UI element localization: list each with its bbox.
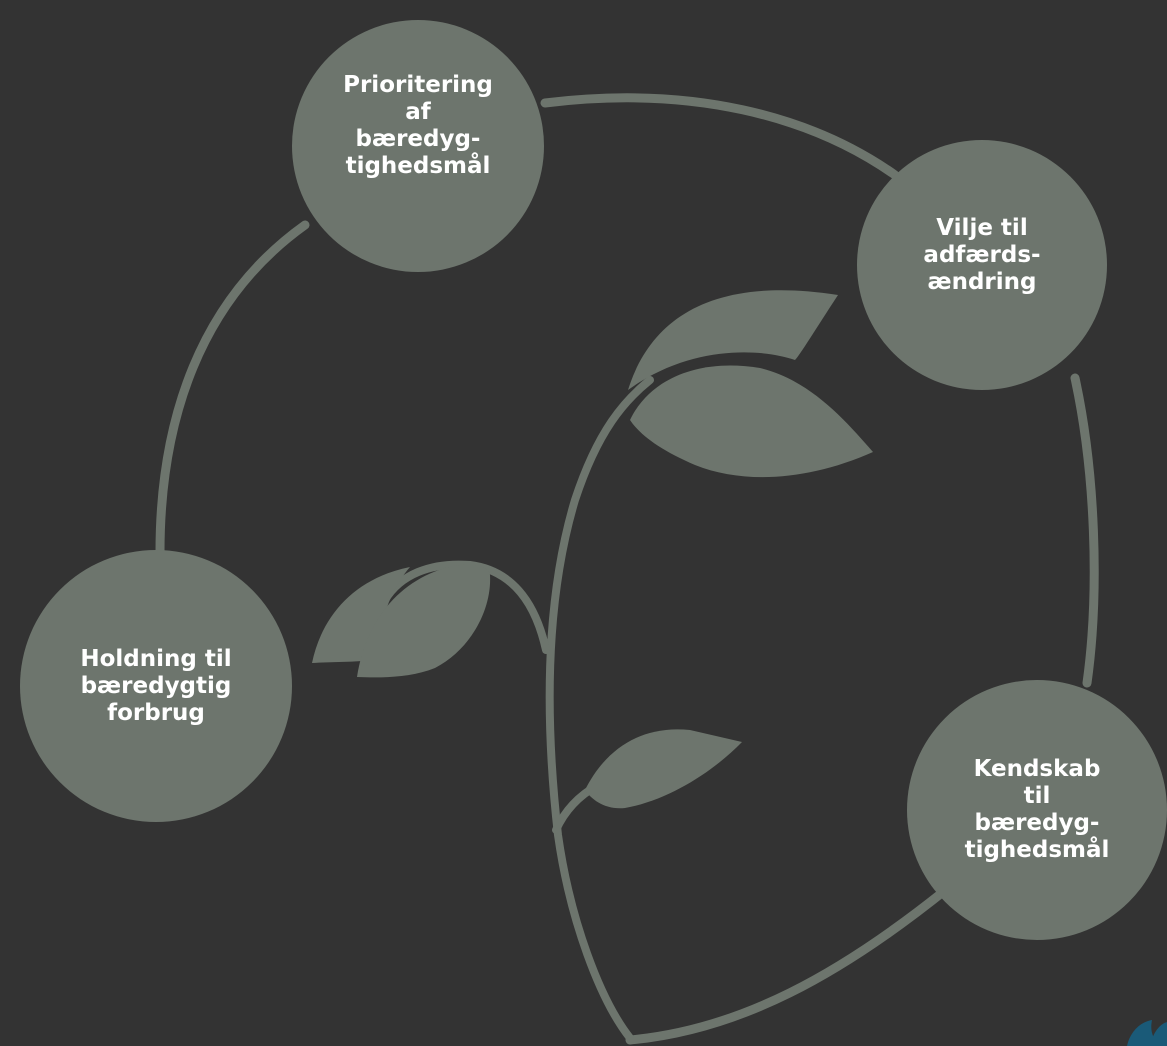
leaf-bottom xyxy=(585,729,742,809)
node-holdning-label: Holdning til bæredygtig forbrug xyxy=(80,645,232,726)
plant-stems xyxy=(381,376,654,1042)
node-kendskab-label: Kendskab til bæredyg- tighedsmål xyxy=(964,756,1110,863)
plant-illustration xyxy=(312,290,873,1042)
leaf-left-front xyxy=(357,564,491,678)
node-vilje: Vilje til adfærds- ændring xyxy=(857,140,1107,390)
logo-mark-icon xyxy=(1127,1020,1167,1046)
ring-arc-holdning-to-prioritering xyxy=(155,220,310,557)
node-prioritering: Prioritering af bæredyg- tighedsmål xyxy=(292,20,544,272)
ring-arc-vilje-to-kendskab xyxy=(1070,373,1099,688)
node-vilje-label: Vilje til adfærds- ændring xyxy=(923,214,1041,295)
main-stem xyxy=(545,376,654,1042)
node-prioritering-label: Prioritering af bæredyg- tighedsmål xyxy=(343,72,493,179)
node-kendskab: Kendskab til bæredyg- tighedsmål xyxy=(907,680,1167,940)
ring-arc-kendskab-to-bottom xyxy=(625,883,953,1045)
node-holdning: Holdning til bæredygtig forbrug xyxy=(20,550,292,822)
leaf-large xyxy=(630,365,873,478)
leaf-left-back xyxy=(312,567,410,663)
leaf-top xyxy=(628,290,838,390)
plant-leaves xyxy=(312,290,873,809)
ring-arc-prioritering-to-vilje xyxy=(540,93,900,180)
cycle-ring xyxy=(155,93,1099,1045)
